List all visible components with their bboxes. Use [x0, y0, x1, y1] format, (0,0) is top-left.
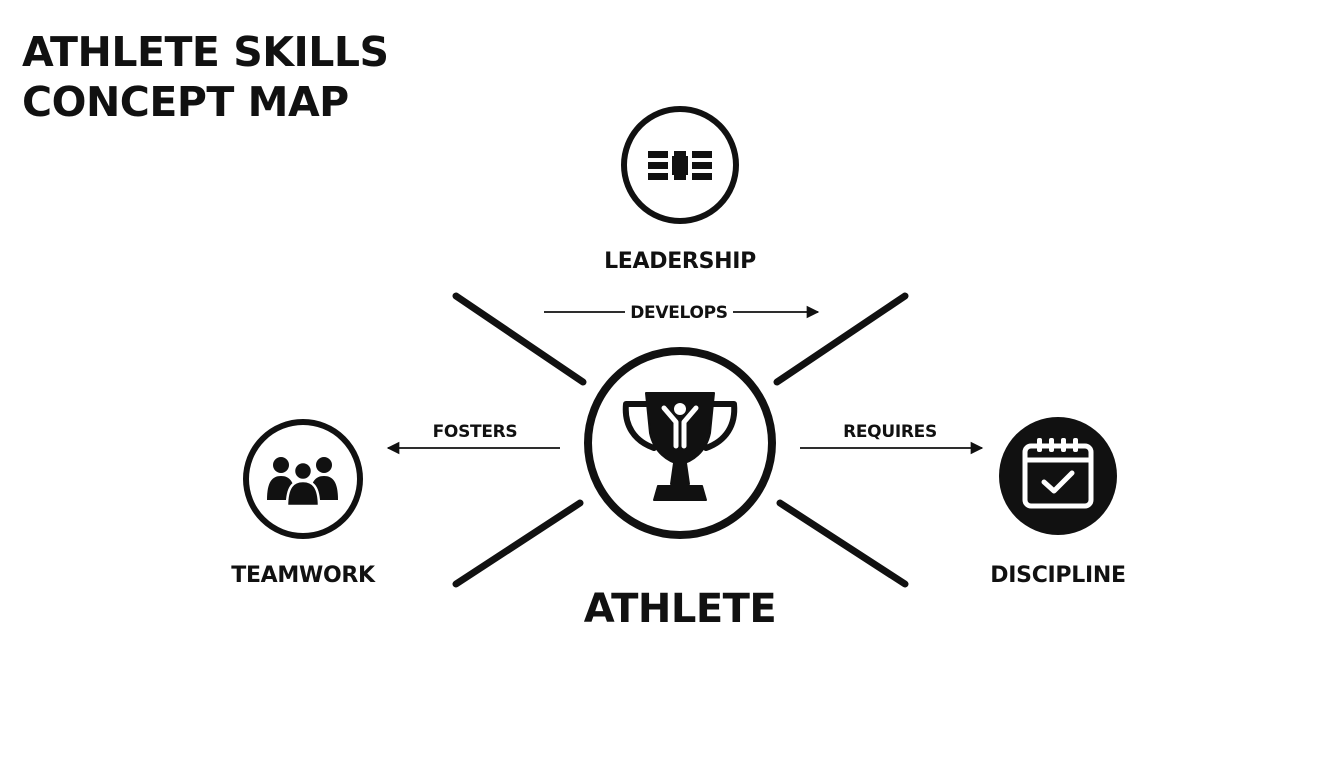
edge-requires-label: REQUIRES: [843, 422, 937, 442]
diagram-title-line-2: CONCEPT MAP: [22, 78, 349, 126]
edge-requires: REQUIRES: [800, 422, 984, 455]
edge-develops: DEVELOPS: [544, 303, 820, 323]
leadership-node: LEADERSHIP: [604, 106, 756, 274]
hub-ray-top-left: [452, 292, 587, 386]
hub-ray-bottom-right: [776, 499, 909, 588]
discipline-node-label: DISCIPLINE: [990, 563, 1125, 588]
hub-ray-bottom-left: [452, 499, 584, 588]
teamwork-node: TEAMWORK: [231, 419, 376, 588]
edge-develops-label: DEVELOPS: [630, 303, 727, 323]
trophy-icon: [622, 392, 738, 501]
hub-rays: [452, 292, 909, 588]
hub-ray-top-right: [773, 292, 909, 386]
athlete-node-label: ATHLETE: [584, 586, 777, 632]
people-group-icon: [267, 457, 338, 508]
calendar-check-icon: [1022, 438, 1094, 509]
athlete-node: ATHLETE: [584, 347, 777, 632]
leadership-icon: [648, 151, 712, 180]
discipline-node: DISCIPLINE: [990, 417, 1126, 588]
edge-fosters-label: FOSTERS: [433, 422, 518, 442]
discipline-node-circle: [999, 417, 1117, 535]
edge-fosters: FOSTERS: [386, 422, 560, 455]
teamwork-node-label: TEAMWORK: [231, 563, 376, 588]
leadership-node-label: LEADERSHIP: [604, 249, 756, 274]
diagram-title-line-1: ATHLETE SKILLS: [22, 28, 389, 76]
